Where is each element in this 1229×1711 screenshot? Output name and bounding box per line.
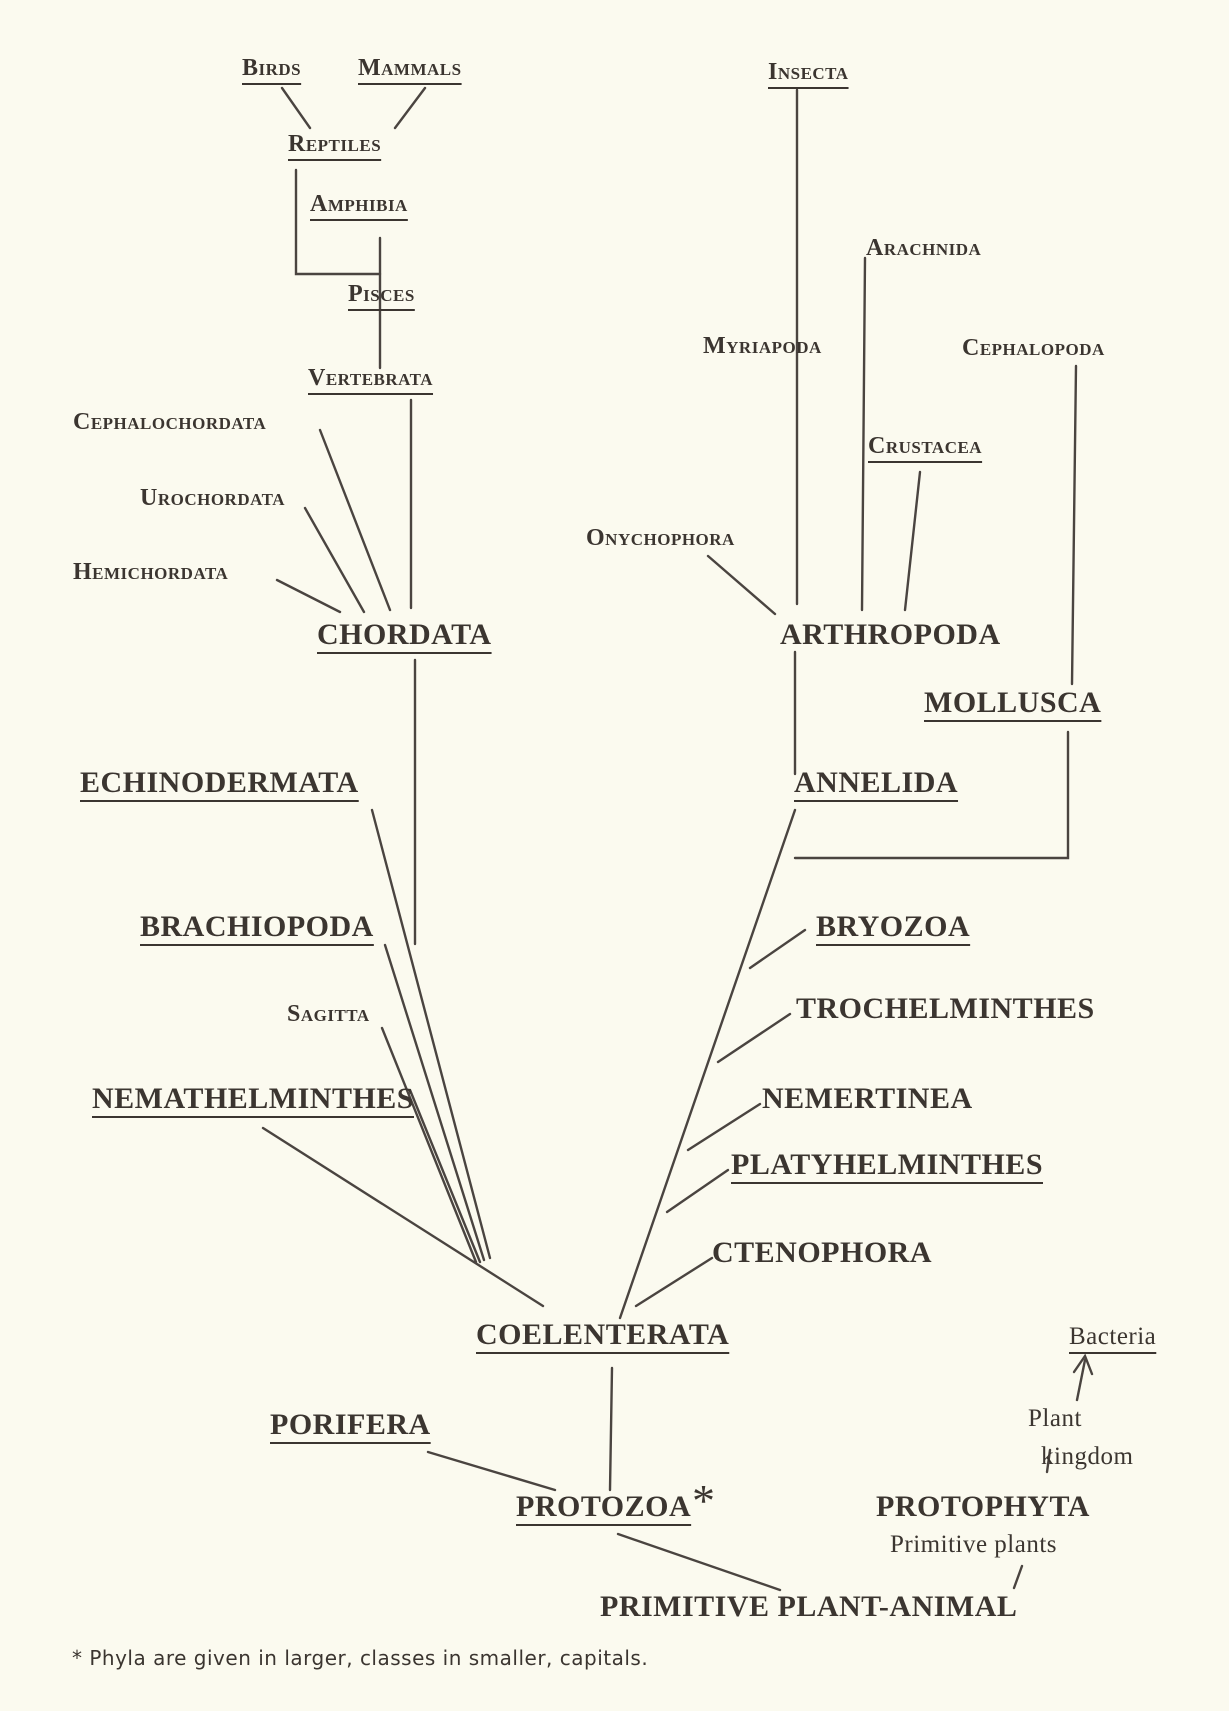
label-pisces: Pisces	[348, 281, 415, 307]
label-protozoa: PROTOZOA	[516, 1490, 692, 1523]
edge-platyhelminthes	[665, 1168, 730, 1214]
edge-nemathelminthes-b	[261, 1126, 545, 1308]
label-chordata: CHORDATA	[317, 618, 492, 651]
edge-bryozoa	[748, 928, 807, 970]
label-onychophora: Onychophora	[586, 525, 735, 551]
label-mollusca: MOLLUSCA	[924, 686, 1102, 719]
edge-arachnida-arthropoda	[860, 256, 867, 612]
label-protophyta: PROTOPHYTA	[876, 1490, 1090, 1523]
label-arachnida: Arachnida	[866, 235, 982, 261]
label-cephalopoda: Cephalopoda	[962, 335, 1105, 361]
edge-mammals-reptiles	[393, 86, 427, 130]
label-nemertinea: NEMERTINEA	[762, 1082, 973, 1115]
label-urochordata: Urochordata	[140, 485, 285, 511]
footnote: * Phyla are given in larger, classes in …	[72, 1646, 649, 1670]
edge-coelenterata-protozoa	[608, 1366, 614, 1492]
edge-brachiopoda	[383, 943, 486, 1262]
label-primitive-plant-animal: PRIMITIVE PLANT-ANIMAL	[600, 1590, 1018, 1623]
label-hemichordata: Hemichordata	[73, 559, 229, 585]
label-kingdom: kingdom	[1041, 1443, 1134, 1470]
edge-porifera-protozoa	[426, 1450, 557, 1492]
label-porifera: PORIFERA	[270, 1408, 431, 1441]
edge-protozoa-primitive	[616, 1532, 782, 1592]
edge-cephalochordata-chordata	[318, 428, 392, 612]
edge-nemertinea	[686, 1102, 762, 1152]
label-brachiopoda: BRACHIOPODA	[140, 910, 374, 943]
edge-echinodermata	[370, 808, 492, 1260]
edge-cephalopoda-mollusca	[1070, 364, 1078, 686]
label-vertebrata: Vertebrata	[308, 365, 434, 391]
label-platyhelminthes: PLATYHELMINTHES	[731, 1148, 1043, 1181]
edge-reptiles-pisces	[294, 168, 382, 276]
edge-primitive-plants	[1012, 1564, 1024, 1590]
edge-trochelminthes	[716, 1012, 792, 1064]
label-bacteria: Bacteria	[1069, 1323, 1157, 1350]
label-amphibia: Amphibia	[310, 191, 408, 217]
edge-plant-kingdom	[1045, 1448, 1052, 1474]
bacteria-arrowhead	[1072, 1353, 1094, 1376]
edge-nemathelminthes-a	[408, 1088, 482, 1264]
edge-plant-bacteria	[1075, 1358, 1087, 1402]
label-reptiles: Reptiles	[288, 131, 382, 157]
label-plant: Plant	[1028, 1405, 1082, 1432]
label-annelida: ANNELIDA	[794, 766, 959, 799]
edge-sagitta	[380, 1026, 478, 1264]
label-cephalochordata: Cephalochordata	[73, 409, 267, 435]
label-crustacea: Crustacea	[868, 433, 983, 459]
edge-onychophora-arthropoda	[706, 554, 777, 616]
edge-urochordata-chordata	[303, 506, 366, 614]
label-bryozoa: BRYOZOA	[816, 910, 971, 943]
label-coelenterata: COELENTERATA	[476, 1318, 730, 1351]
edge-annelida-stem	[618, 808, 797, 1320]
edge-crustacea-arthropoda	[903, 470, 922, 612]
label-sagitta: Sagitta	[287, 1001, 370, 1027]
label-nemathelminthes: NEMATHELMINTHES	[92, 1082, 414, 1115]
label-primitive-plants: Primitive plants	[890, 1531, 1058, 1558]
label-trochelminthes: TROCHELMINTHES	[796, 992, 1095, 1025]
label-arthropoda: ARTHROPODA	[780, 618, 1001, 651]
label-echinodermata: ECHINODERMATA	[80, 766, 359, 799]
edge-hemichordata-chordata	[275, 578, 342, 614]
label-insecta: Insecta	[768, 59, 849, 85]
edge-ctenophora	[634, 1256, 714, 1308]
label-birds: Birds	[242, 55, 302, 81]
label-ctenophora: CTENOPHORA	[712, 1236, 933, 1269]
edge-mollusca-annelida	[793, 730, 1070, 860]
label-mammals: Mammals	[358, 55, 462, 81]
label-myriapoda: Myriapoda	[703, 333, 822, 359]
edge-birds-reptiles	[280, 86, 312, 130]
label-asterisk: *	[692, 1475, 716, 1526]
